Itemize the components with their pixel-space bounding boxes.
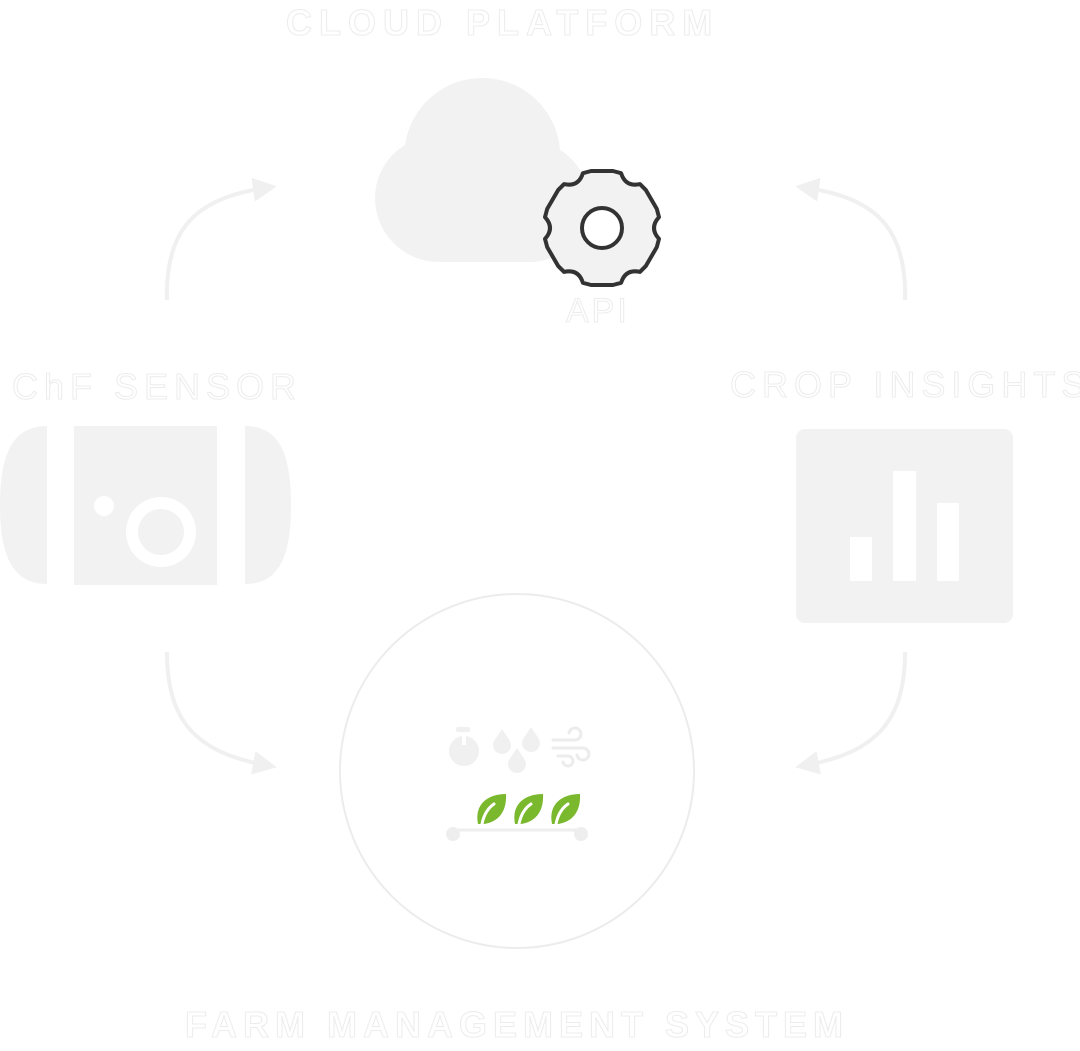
- wind-icon: [551, 726, 591, 768]
- ground-line-icon: [446, 827, 588, 841]
- api-label: API: [566, 292, 630, 331]
- leaf-icon: [477, 794, 507, 826]
- farm-management-label: FARM MANAGEMENT SYSTEM: [184, 1004, 850, 1046]
- thermometer-icon: [449, 727, 479, 766]
- leaves-row: [477, 794, 581, 826]
- crop-insights-label: CROP INSIGHTS: [729, 364, 1080, 406]
- bar-chart-icon: [796, 429, 1013, 623]
- arrow-sensor-to-farm: [165, 651, 277, 775]
- leaf-icon: [551, 794, 581, 826]
- arrow-insights-to-cloud: [795, 177, 908, 301]
- arrow-sensor-to-cloud: [164, 177, 277, 301]
- water-drops-icon: [493, 727, 540, 773]
- leaf-icon: [514, 794, 544, 826]
- sensor-label: ChF SENSOR: [11, 366, 303, 408]
- cloud-platform-label: CLOUD PLATFORM: [285, 2, 720, 44]
- camera-sensor-icon: [0, 426, 291, 585]
- gear-icon: [543, 169, 661, 287]
- cloud-icon: [374, 77, 589, 263]
- arrow-insights-to-farm: [795, 651, 907, 775]
